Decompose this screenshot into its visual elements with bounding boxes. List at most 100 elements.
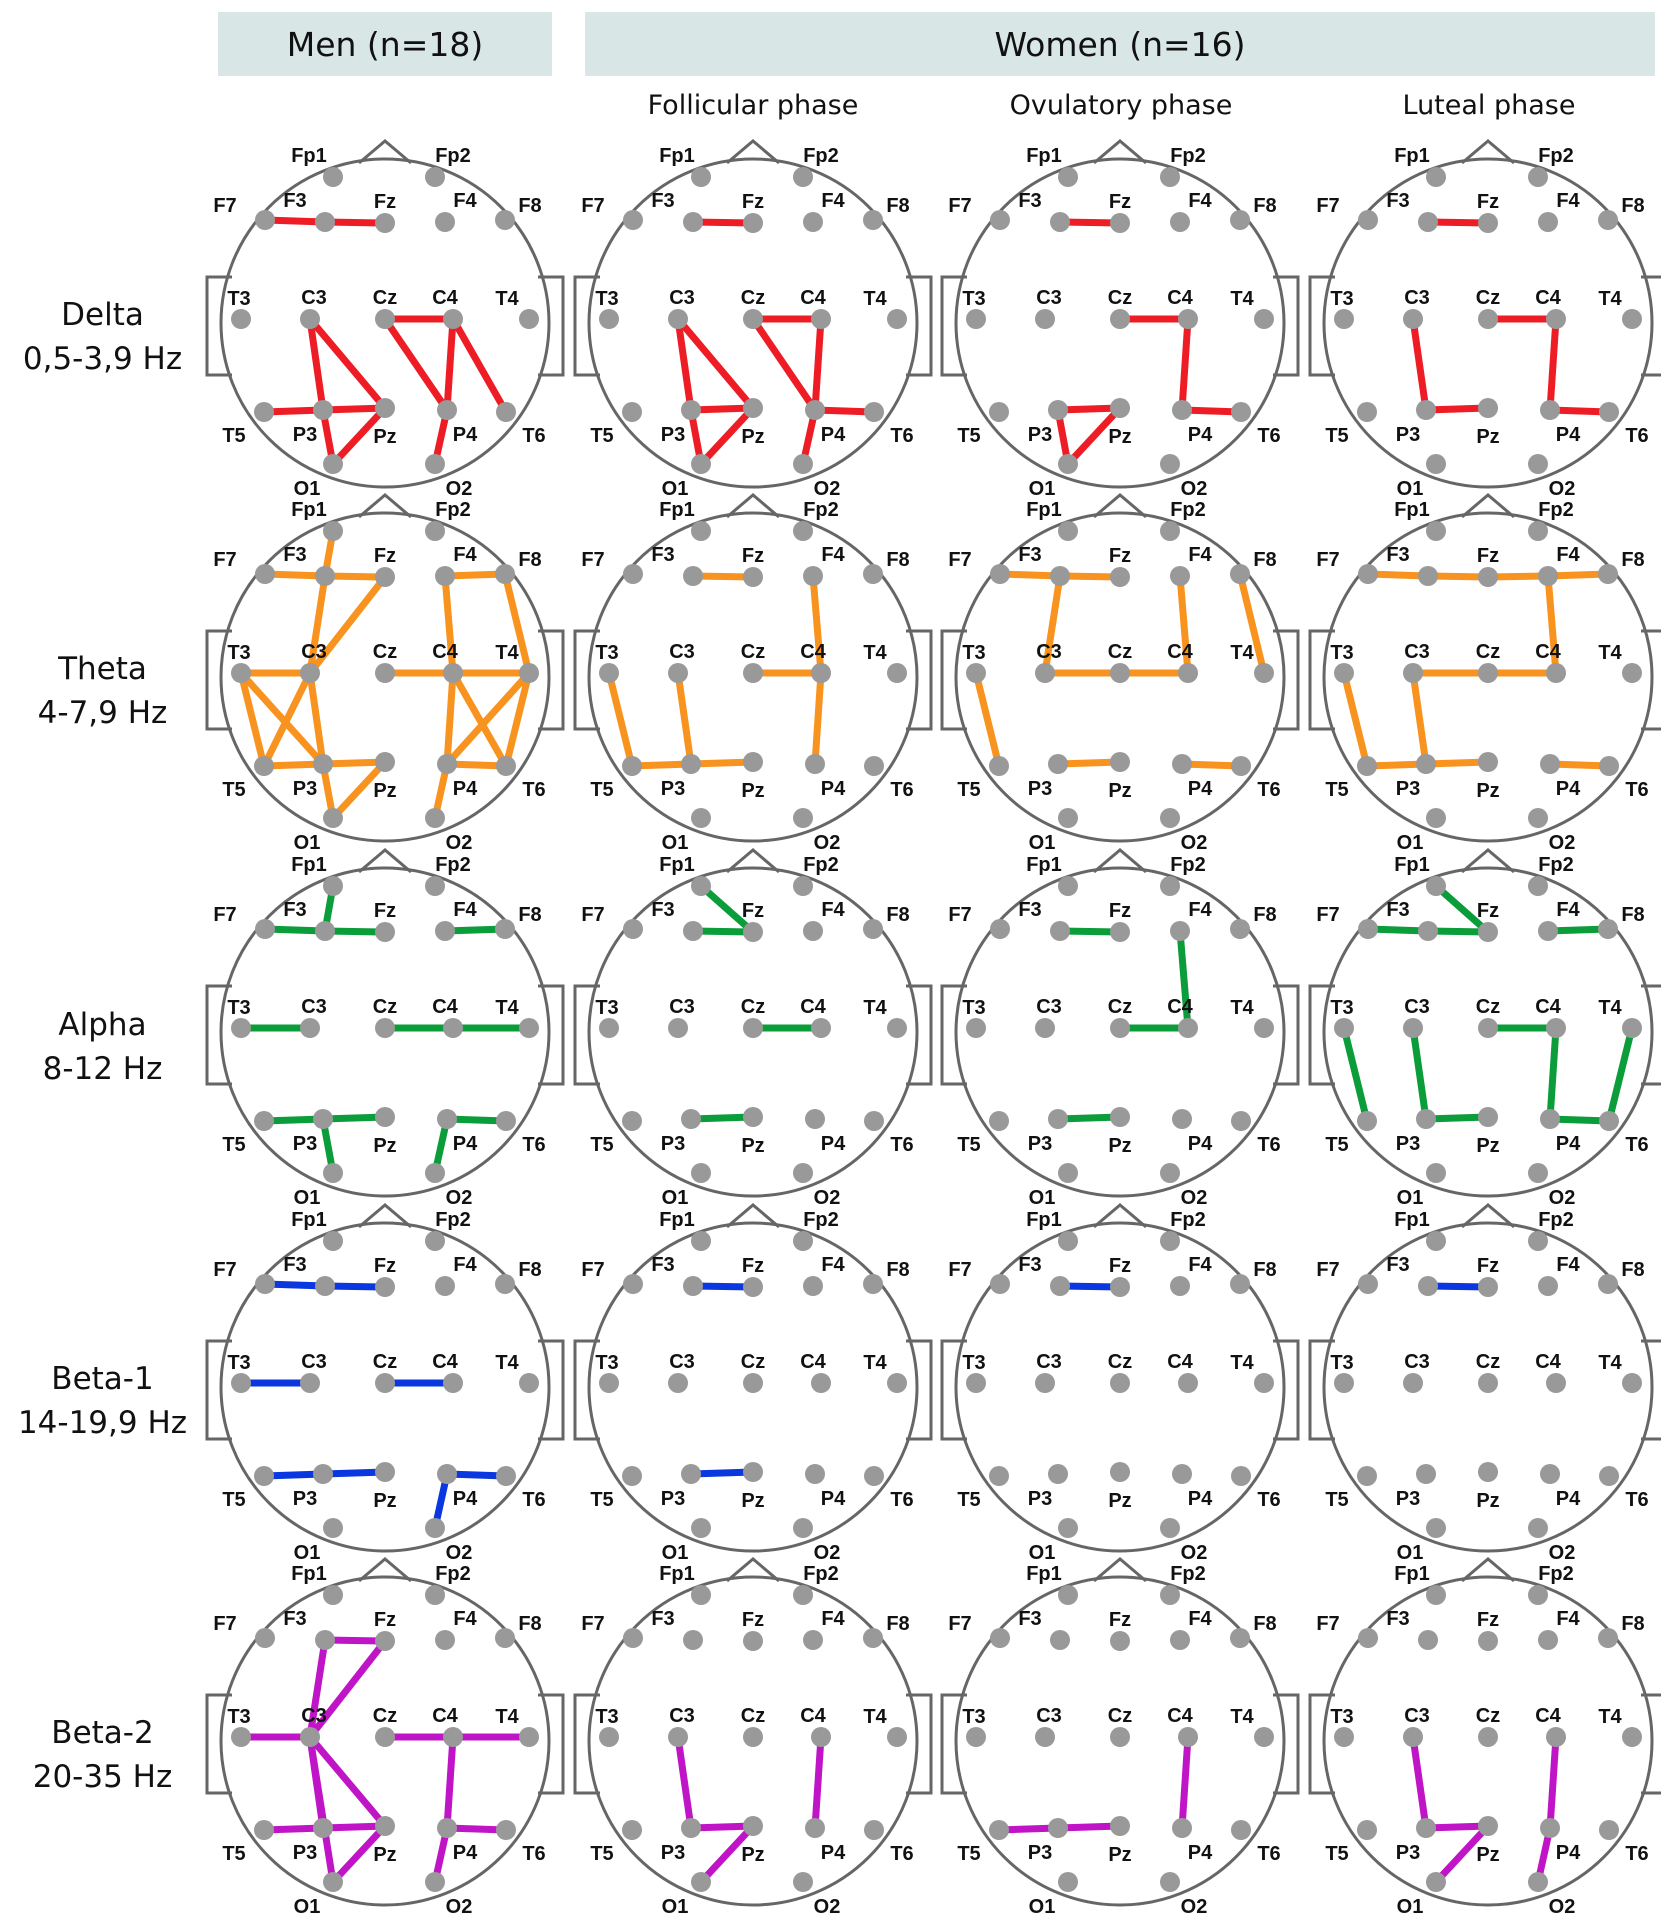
nose-outline bbox=[1461, 139, 1515, 165]
electrode-label: F7 bbox=[1316, 549, 1339, 571]
electrode-f4 bbox=[803, 212, 823, 232]
electrode-pz bbox=[743, 1107, 763, 1127]
connection-Fz-C3 bbox=[306, 1637, 389, 1741]
electrode-c4 bbox=[1178, 309, 1198, 329]
electrode-label: T5 bbox=[590, 1134, 613, 1156]
connection-C3-P3 bbox=[1409, 1733, 1430, 1832]
electrode-label: T3 bbox=[1330, 997, 1353, 1019]
electrode-o2 bbox=[793, 454, 813, 474]
electrode-fp2 bbox=[1160, 167, 1180, 187]
electrode-label: F7 bbox=[581, 1613, 604, 1635]
head-outline bbox=[1322, 511, 1654, 843]
electrode-label: F3 bbox=[1386, 899, 1409, 921]
electrode-f7 bbox=[255, 919, 275, 939]
electrode-f3 bbox=[683, 1276, 703, 1296]
electrode-label: F3 bbox=[283, 899, 306, 921]
electrode-label: Pz bbox=[373, 426, 396, 448]
electrode-f7 bbox=[255, 564, 275, 584]
electrode-f4 bbox=[1170, 566, 1190, 586]
connection-T3-T5 bbox=[1340, 669, 1371, 770]
electrode-p3 bbox=[681, 400, 701, 420]
electrode-label: Cz bbox=[1108, 1705, 1132, 1727]
electrode-t5 bbox=[622, 1820, 642, 1840]
electrode-label: Fz bbox=[1477, 1609, 1499, 1631]
electrode-label: Fz bbox=[742, 1609, 764, 1631]
electrode-t6 bbox=[1599, 756, 1619, 776]
electrode-label: T4 bbox=[863, 1706, 887, 1728]
electrode-label: T5 bbox=[1325, 1134, 1348, 1156]
electrode-label: F3 bbox=[283, 1254, 306, 1276]
connection-C3-P3 bbox=[1409, 315, 1430, 414]
electrode-fz bbox=[743, 213, 763, 233]
electrode-label: F4 bbox=[1556, 899, 1580, 921]
connection-Fp1-Fz bbox=[1432, 882, 1492, 936]
electrode-t6 bbox=[496, 1466, 516, 1486]
electrode-f7 bbox=[990, 1628, 1010, 1648]
electrode-fp1 bbox=[691, 1585, 711, 1605]
electrode-label: P3 bbox=[661, 1842, 685, 1864]
electrode-fz bbox=[375, 1631, 395, 1651]
electrode-label: O1 bbox=[662, 478, 689, 500]
electrode-label: T5 bbox=[957, 779, 980, 801]
electrode-t3 bbox=[1334, 1727, 1354, 1747]
electrode-fp1 bbox=[1058, 1585, 1078, 1605]
electrode-c4 bbox=[443, 663, 463, 683]
electrode-label: O2 bbox=[1181, 1542, 1208, 1564]
electrode-o2 bbox=[1160, 1872, 1180, 1892]
band-name: Beta-1 bbox=[51, 1361, 154, 1397]
electrode-t6 bbox=[864, 1466, 884, 1486]
electrode-f4 bbox=[803, 921, 823, 941]
electrode-o1 bbox=[691, 808, 711, 828]
electrode-label: O1 bbox=[294, 1896, 321, 1918]
electrode-label: F7 bbox=[948, 549, 971, 571]
electrode-p3 bbox=[681, 754, 701, 774]
nose-outline bbox=[1093, 848, 1147, 874]
connection-F4-C4 bbox=[1176, 927, 1192, 1032]
electrode-label: C3 bbox=[301, 287, 327, 309]
electrode-label: T3 bbox=[595, 1706, 618, 1728]
electrode-label: O1 bbox=[1397, 1542, 1424, 1564]
electrode-cz bbox=[1110, 1373, 1130, 1393]
electrode-label: F8 bbox=[518, 1613, 541, 1635]
electrode-fz bbox=[743, 1631, 763, 1651]
connection-P3-Pz bbox=[1422, 758, 1492, 768]
electrode-label: C4 bbox=[1167, 1705, 1193, 1727]
connection-F3-C3 bbox=[306, 572, 329, 677]
electrode-label: T3 bbox=[1330, 642, 1353, 664]
electrode-label: Cz bbox=[741, 287, 765, 309]
connection-C3-P3 bbox=[1409, 1024, 1430, 1123]
electrode-label: F8 bbox=[1621, 195, 1644, 217]
electrode-pz bbox=[1110, 752, 1130, 772]
electrode-label: C4 bbox=[432, 1705, 458, 1727]
electrode-fp2 bbox=[425, 1231, 445, 1251]
right-ear-outline bbox=[1641, 275, 1661, 377]
electrode-label: F8 bbox=[1253, 195, 1276, 217]
left-ear-outline bbox=[205, 629, 232, 731]
electrode-t4 bbox=[1622, 1373, 1642, 1393]
connection-C4-P4 bbox=[1546, 1733, 1560, 1832]
electrode-label: C4 bbox=[1535, 641, 1561, 663]
electrode-label: P4 bbox=[1556, 424, 1581, 446]
nose-outline bbox=[1093, 139, 1147, 165]
electrode-pz bbox=[1478, 1462, 1498, 1482]
head-outline bbox=[219, 1221, 551, 1553]
electrode-t3 bbox=[231, 1018, 251, 1038]
electrode-label: C3 bbox=[1036, 996, 1062, 1018]
electrode-label: F3 bbox=[283, 1608, 306, 1630]
electrode-label: T3 bbox=[595, 997, 618, 1019]
electrode-label: O1 bbox=[294, 478, 321, 500]
electrode-t3 bbox=[231, 663, 251, 683]
electrode-label: T5 bbox=[222, 1489, 245, 1511]
electrode-label: Pz bbox=[1108, 780, 1131, 802]
electrode-label: C3 bbox=[301, 1705, 327, 1727]
electrode-label: O2 bbox=[1549, 478, 1576, 500]
left-ear-outline bbox=[205, 1693, 232, 1795]
electrode-p3 bbox=[681, 1464, 701, 1484]
electrode-label: O1 bbox=[662, 1187, 689, 1209]
electrode-label: Fp2 bbox=[435, 1209, 471, 1231]
connection-F8-T4 bbox=[1236, 570, 1268, 677]
connection-P3-Pz bbox=[319, 758, 389, 768]
